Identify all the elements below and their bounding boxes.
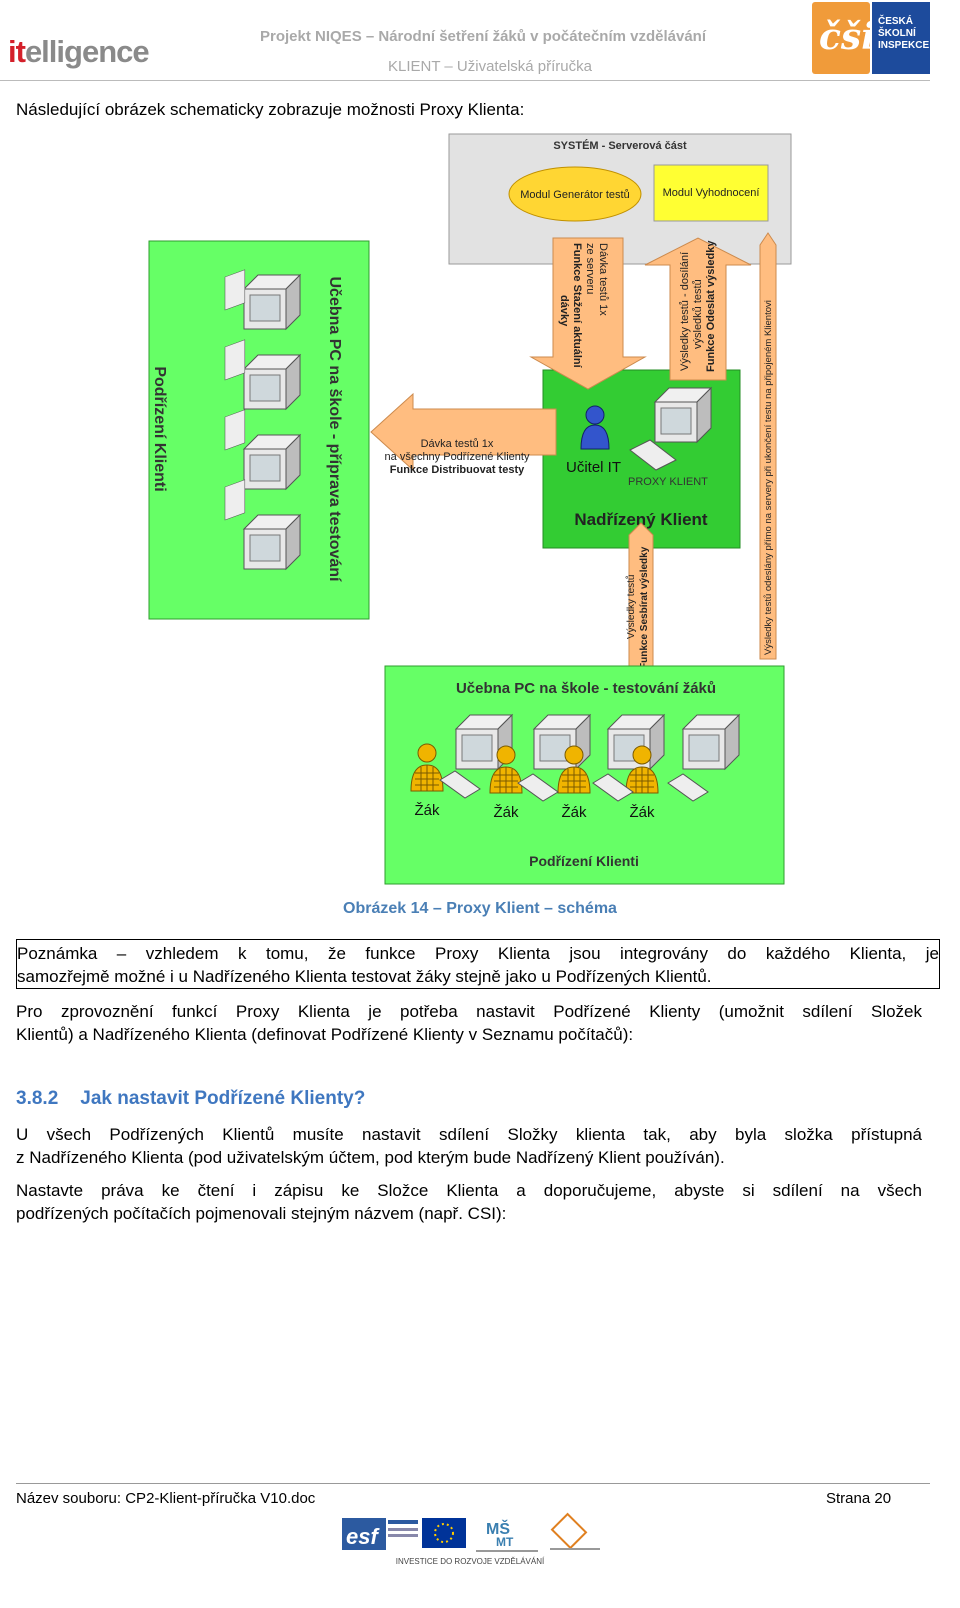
teacher-label: Učitel IT <box>566 459 621 476</box>
arrow-download-line4: dávky <box>558 295 570 327</box>
student-stations <box>411 715 739 801</box>
note-box: Poznámka – vzhledem k tomu, že funkce Pr… <box>16 939 940 989</box>
para1-line1: Pro zprovoznění funkcí Proxy Klienta je … <box>16 1000 922 1023</box>
para2-line1: U všech Podřízených Klientů musíte nasta… <box>16 1123 922 1146</box>
para2-line2: z Nadřízeného Klienta (pod uživatelským … <box>16 1146 922 1169</box>
arrow-distribute-line1: Dávka testů 1x <box>421 438 494 450</box>
arrow-download-line1: Dávka testů 1x <box>597 243 609 316</box>
figure-caption: Obrázek 14 – Proxy Klient – schéma <box>0 900 960 918</box>
proxy-client-diagram: SYSTÉM - Serverová část Modul Generátor … <box>0 125 960 915</box>
footer-divider <box>16 1483 930 1484</box>
doc-subtitle: KLIENT – Uživatelská příručka <box>388 58 592 75</box>
msmt-logo: MŠ MT <box>476 1519 538 1552</box>
arrow-send-line1: Výsledky testů - dosílání <box>679 252 691 371</box>
arrow-distribute-line3: Funkce Distribuovat testy <box>390 464 525 476</box>
svg-text:esf: esf <box>346 1524 380 1549</box>
student-label-2: Žák <box>493 804 519 821</box>
classroom-prep-title: Učebna PC na škole - příprava testování <box>326 277 343 583</box>
op-logo <box>550 1514 600 1550</box>
module-evaluation-label: Modul Vyhodnocení <box>663 187 760 199</box>
subordinate-bottom-title: Podřízení Klienti <box>529 853 639 869</box>
subordinate-left-title: Podřízení Klienti <box>151 366 168 491</box>
arrow-download-line3: Funkce Stažení aktuální <box>571 243 583 369</box>
eu-logos: esf MŠ MT INVESTICE DO ROZVOJE VZDĚLÁVÁN… <box>340 1512 610 1568</box>
module-generator-label: Modul Generátor testů <box>520 189 629 201</box>
arrow-collect-line2: Funkce Sesbírat výsledky <box>639 546 650 669</box>
intro-text: Následující obrázek schematicky zobrazuj… <box>16 100 524 120</box>
arrow-send-line2: výsledků testů <box>692 279 704 349</box>
eu-flag-icon <box>422 1518 466 1548</box>
arrow-download-line2: ze serveru <box>584 243 596 294</box>
esf-logo: esf <box>342 1518 418 1550</box>
classroom-test-title: Učebna PC na škole - testování žáků <box>456 680 716 697</box>
eu-caption: INVESTICE DO ROZVOJE VZDĚLÁVÁNÍ <box>396 1557 545 1566</box>
arrow-collect-line1: Výsledky testů <box>625 575 637 639</box>
para3-line2: podřízených počítačích pojmenovali stejn… <box>16 1202 922 1225</box>
itelligence-logo: itelligence <box>8 34 149 70</box>
header-divider <box>0 80 930 81</box>
note-line1: Poznámka – vzhledem k tomu, že funkce Pr… <box>17 942 939 965</box>
arrow-distribute-line2: na všechny Podřízené Klienty <box>385 451 530 463</box>
student-label-1: Žák <box>414 802 440 819</box>
csi-logo-mark: čši <box>812 2 870 74</box>
system-title: SYSTÉM - Serverová část <box>553 139 687 152</box>
proxy-computer <box>655 388 711 442</box>
student-label-4: Žák <box>629 804 655 821</box>
footer-file-name: Název souboru: CP2-Klient-příručka V10.d… <box>16 1490 315 1507</box>
proxy-label: PROXY KLIENT <box>628 476 708 488</box>
footer-page-number: Strana 20 <box>826 1490 891 1507</box>
note-line2: samozřejmě možné i u Nadřízeného Klienta… <box>17 965 939 988</box>
arrow-send-line3: Funkce Odeslat výsledky <box>705 240 717 372</box>
svg-text:MT: MT <box>496 1535 514 1549</box>
csi-logo-text: ČESKÁ ŠKOLNÍ INSPEKCE <box>872 2 930 74</box>
arrow-direct-label: Výsledky testů odeslány přímo na servery… <box>763 300 774 655</box>
para3-line1: Nastavte práva ke čtení i zápisu ke Slož… <box>16 1179 922 1202</box>
para1-line2: Klientů) a Nadřízeného Klienta (definova… <box>16 1023 922 1046</box>
student-label-3: Žák <box>561 804 587 821</box>
project-title: Projekt NIQES – Národní šetření žáků v p… <box>260 28 706 45</box>
